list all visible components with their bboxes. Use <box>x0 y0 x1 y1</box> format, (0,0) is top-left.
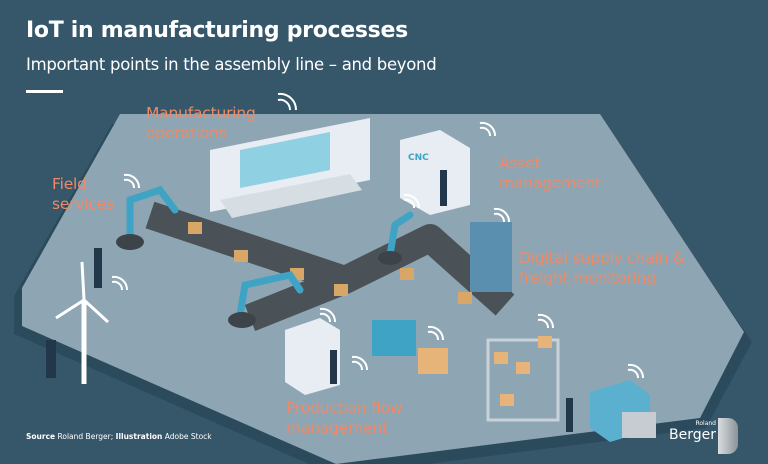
label-digital-supply-chain: Digital supply chain & freight monitorin… <box>519 248 685 288</box>
cnc-machine <box>400 130 470 215</box>
label-line: Asset <box>499 154 541 172</box>
robot-arms <box>126 185 414 319</box>
production-terminal <box>285 318 340 395</box>
robot-bases <box>116 234 402 328</box>
factory-platform <box>22 114 744 464</box>
logo-line1: Roland <box>695 420 716 427</box>
source-note: Source Roland Berger; Illustration Adobe… <box>26 432 212 441</box>
label-line: Field <box>52 175 87 193</box>
roland-berger-logo: Roland Berger <box>669 418 744 454</box>
title-divider <box>26 90 63 93</box>
label-line: operations <box>146 124 227 142</box>
forklift <box>372 320 416 356</box>
source-label: Source <box>26 432 56 441</box>
label-field-services: Field services <box>52 174 114 214</box>
label-line: management <box>499 174 601 192</box>
supply-chain-screen <box>470 222 512 292</box>
control-desk <box>220 174 362 218</box>
page-title: IoT in manufacturing processes <box>26 18 408 43</box>
illustration-text: Adobe Stock <box>164 432 212 441</box>
forklift-load <box>418 348 448 374</box>
logo-b-mark-icon <box>718 418 738 454</box>
label-line: Manufacturing <box>146 104 256 122</box>
illustration-label: Illustration <box>115 432 163 441</box>
conveyor-branch <box>244 267 351 331</box>
turbine-blades <box>55 261 110 324</box>
truck-cab <box>622 412 656 438</box>
source-text: Roland Berger; <box>57 432 114 441</box>
label-manufacturing-operations: Manufacturing operations <box>146 103 256 143</box>
page-subtitle: Important points in the assembly line – … <box>26 55 437 74</box>
shelf-boxes <box>494 336 552 406</box>
workers <box>46 170 573 432</box>
label-line: Digital supply chain & <box>519 249 685 267</box>
wifi-icons <box>111 92 645 379</box>
cnc-label: CNC <box>408 153 429 163</box>
logo-line2: Berger <box>669 427 716 443</box>
label-production-flow: Production flow management <box>286 398 403 438</box>
warehouse-shelf <box>486 338 560 422</box>
label-line: freight monitoring <box>519 269 657 287</box>
label-line: services <box>52 195 114 213</box>
control-screens <box>240 132 330 188</box>
label-line: Production flow <box>286 399 403 417</box>
label-line: management <box>286 419 388 437</box>
label-asset-management: Asset management <box>499 153 601 193</box>
